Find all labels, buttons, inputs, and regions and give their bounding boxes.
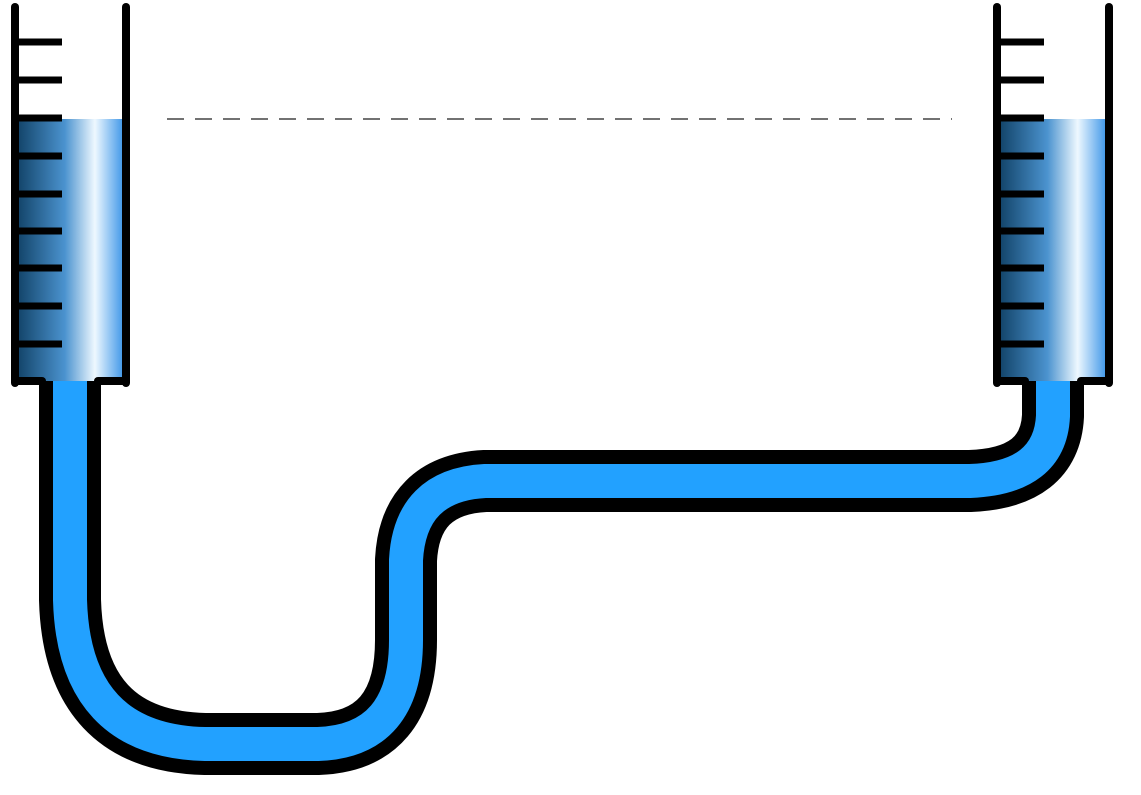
left-tube-liquid — [15, 119, 126, 381]
right-tube-liquid — [997, 119, 1109, 381]
left-tube — [11, 3, 130, 387]
connecting-pipe — [39, 381, 1084, 775]
connecting-pipe-liquid — [53, 381, 1070, 761]
right-tube — [993, 3, 1113, 387]
connecting-pipe-outline — [39, 381, 1084, 775]
right-tube-scale-ticks — [997, 38, 1044, 348]
left-tube-scale-ticks — [15, 38, 62, 348]
